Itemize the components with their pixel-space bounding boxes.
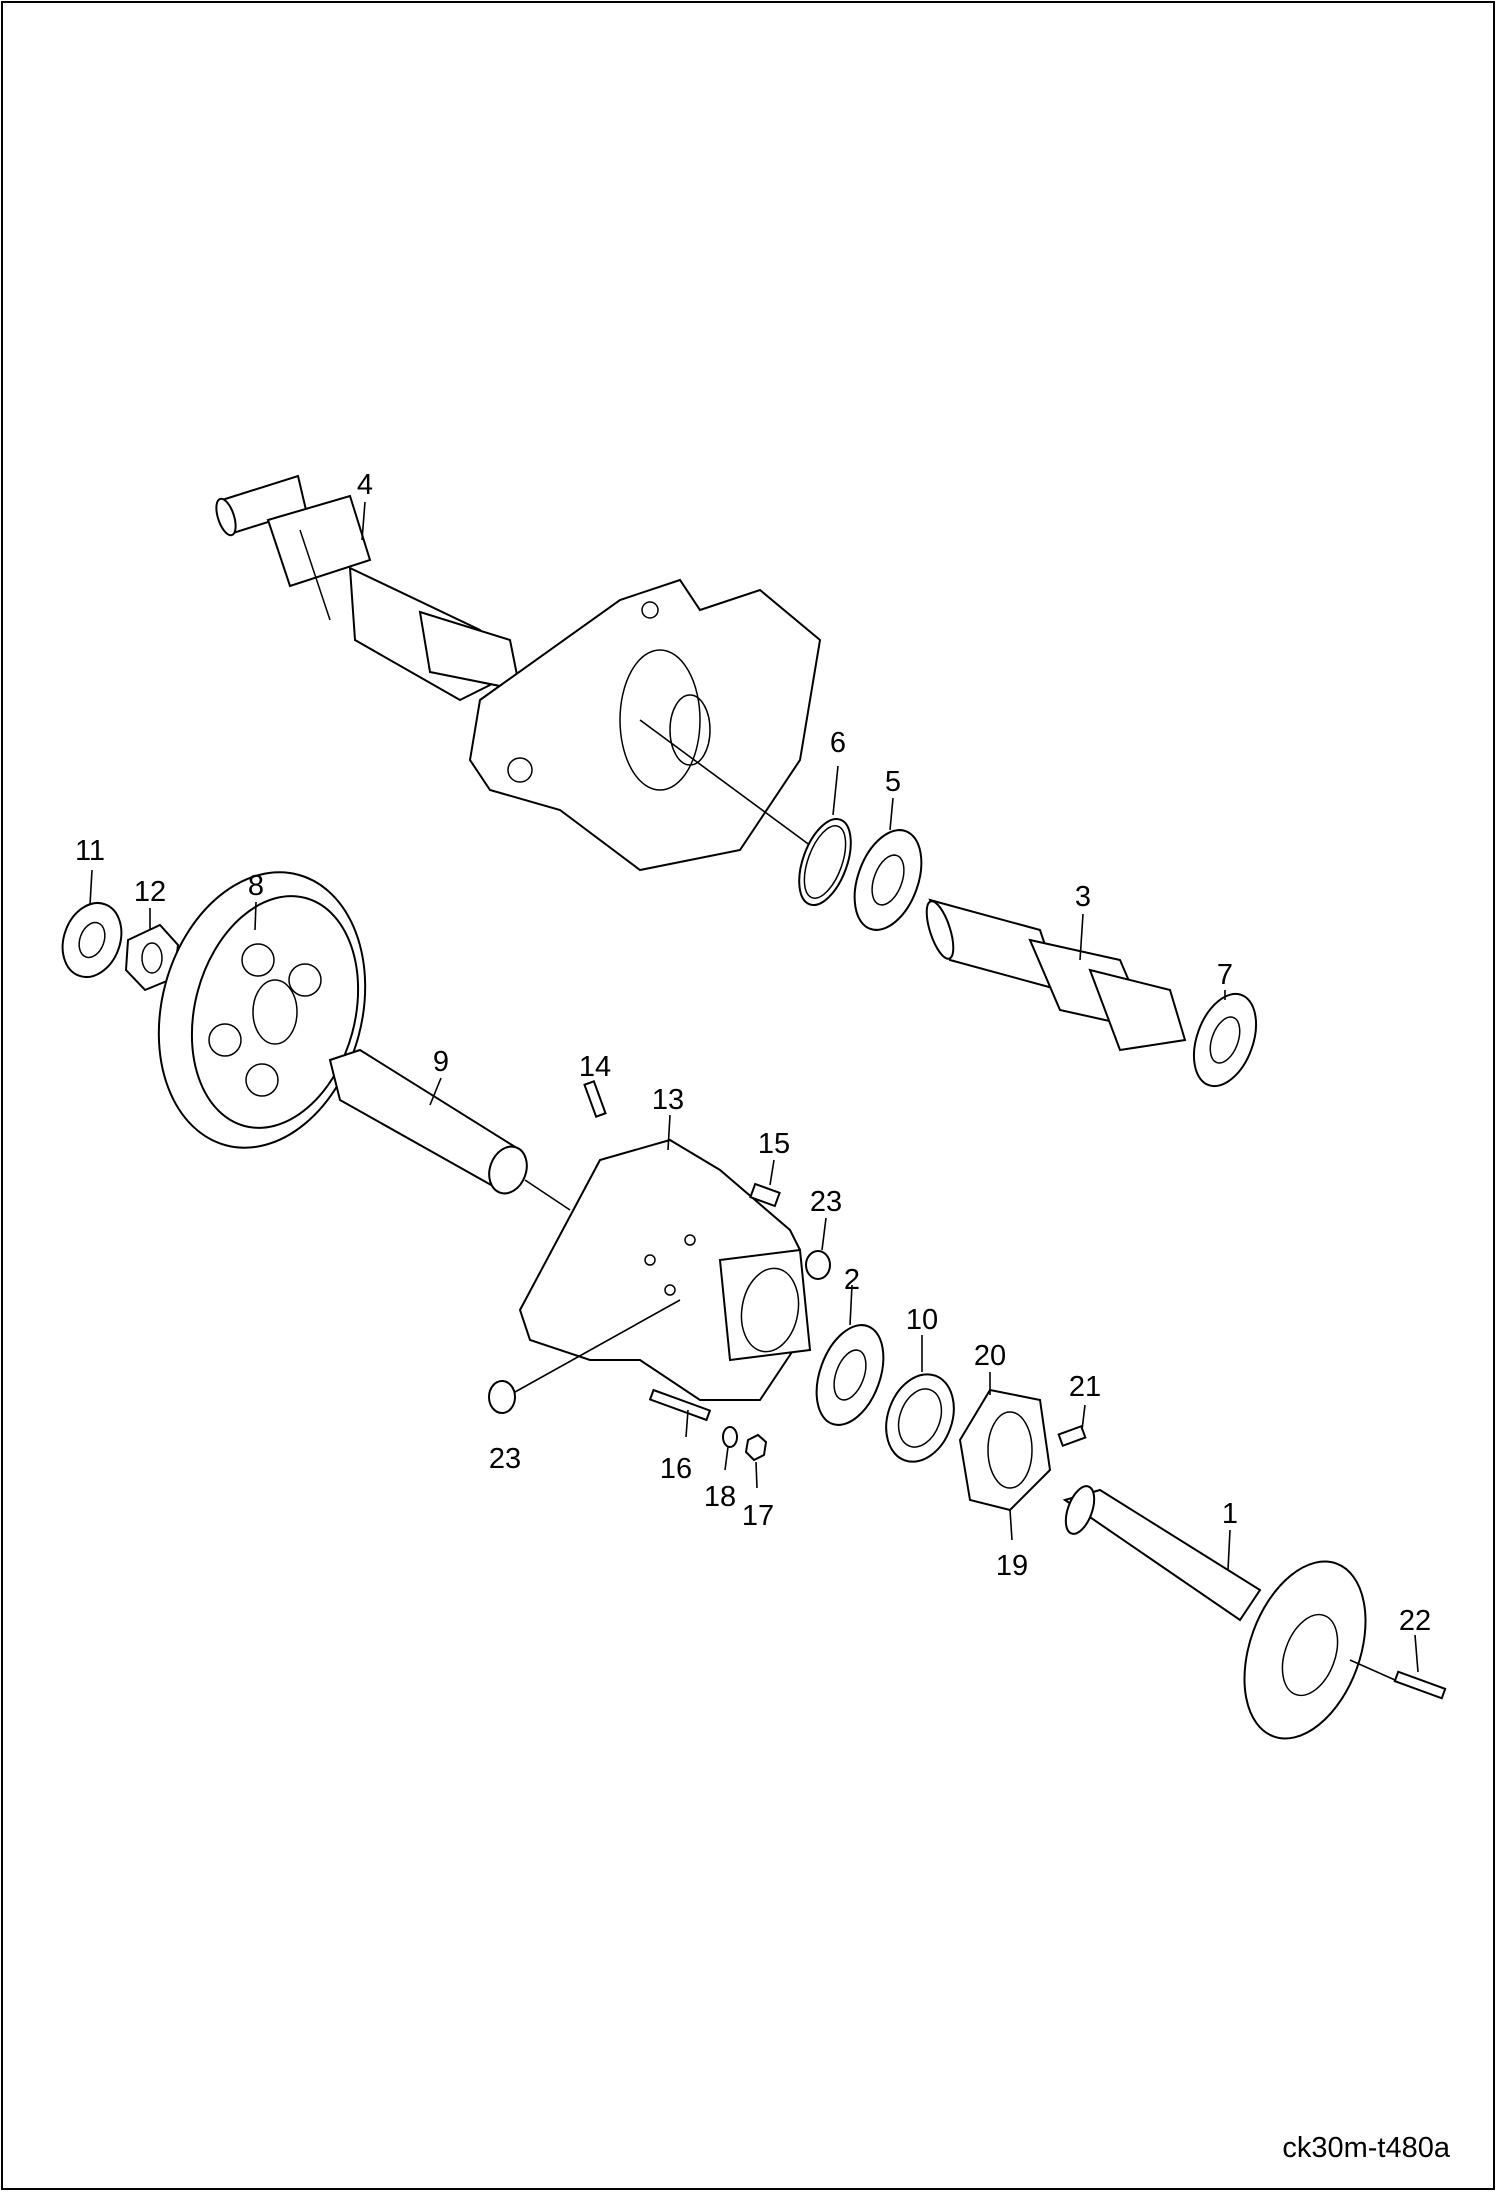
leader-lines — [89, 501, 1419, 1673]
axle-shaft-part-1 — [1062, 1485, 1396, 1740]
bearing-part-2 — [815, 1324, 885, 1426]
bolt-part-21 — [1057, 1424, 1087, 1448]
callout-label-23-upper: 23 — [810, 1186, 842, 1218]
callout-1-label-4: 4 — [357, 469, 373, 501]
callout-label-6: 6 — [830, 727, 846, 759]
callout-label-19: 19 — [996, 1550, 1028, 1582]
bearing-part-7 — [1192, 992, 1258, 1088]
callout-label-10: 10 — [906, 1304, 938, 1336]
callout-label-7: 7 — [1217, 959, 1233, 991]
callout-label-3: 3 — [1075, 881, 1091, 913]
washer-part-18 — [722, 1426, 738, 1448]
callout-label-14: 14 — [579, 1051, 611, 1083]
callout-label-17: 17 — [742, 1500, 774, 1532]
gear-part-8 — [157, 871, 367, 1149]
callout-label-16: 16 — [660, 1453, 692, 1485]
callout-labels: 4 6 5 3 7 11 12 8 9 14 13 15 23 2 10 20 … — [75, 469, 1431, 1637]
plug-part-23-lower — [488, 1380, 516, 1414]
callout-label-9: 9 — [433, 1046, 449, 1078]
retainer-part-20 — [958, 1388, 1052, 1512]
callout-label-2: 2 — [844, 1264, 860, 1296]
callout-label-15: 15 — [758, 1128, 790, 1160]
plug-part-23-upper — [805, 1250, 831, 1280]
callout-label-13: 13 — [652, 1084, 684, 1116]
shaft-part-3 — [925, 898, 1187, 1052]
callout-label-12: 12 — [134, 876, 166, 908]
pin-part-14 — [583, 1080, 607, 1118]
callout-label-11: 11 — [75, 835, 105, 867]
bearing-part-5 — [853, 829, 923, 931]
bearing-part-11 — [61, 902, 123, 978]
snap-ring-part-6 — [798, 818, 852, 906]
tube-part-9 — [328, 1048, 571, 1211]
stud-part-16 — [648, 1388, 712, 1422]
lower-housing-part-13 — [518, 1138, 812, 1401]
callout-label-22: 22 — [1399, 1605, 1431, 1637]
drawing-reference-code: ck30m-t480a — [1282, 2132, 1450, 2164]
seal-part-10 — [885, 1373, 955, 1463]
input-shaft-part-4 — [215, 474, 522, 702]
callout-label-1: 1 — [1222, 1498, 1238, 1530]
callout-label-23-lower: 23 — [489, 1443, 521, 1475]
callout-label-20: 20 — [974, 1340, 1006, 1372]
bolt-part-15 — [749, 1182, 781, 1208]
callout-label-8: 8 — [248, 870, 264, 902]
callout-label-5: 5 — [885, 766, 901, 798]
final-drive-housing-upper — [468, 578, 831, 872]
nut-part-17 — [744, 1433, 768, 1462]
callout-label-18: 18 — [704, 1481, 736, 1513]
stud-part-22 — [1393, 1670, 1447, 1700]
callout-label-21: 21 — [1069, 1371, 1101, 1403]
